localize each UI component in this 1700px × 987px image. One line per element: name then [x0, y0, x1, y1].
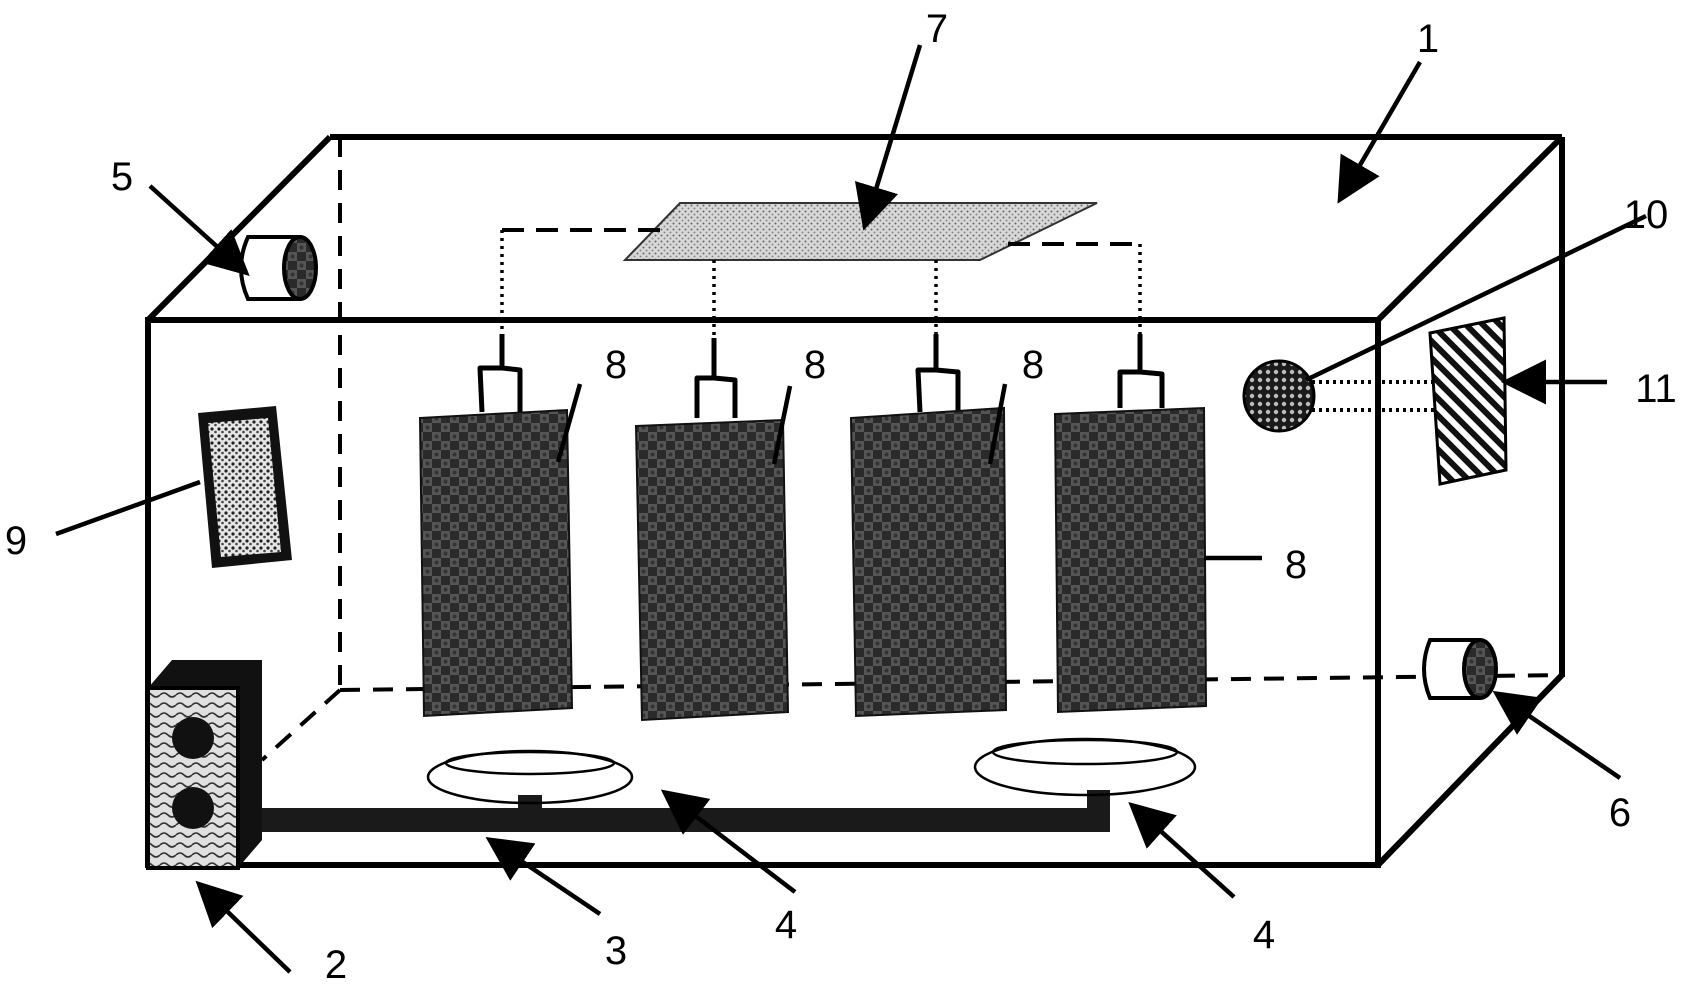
top-plate: [622, 202, 1098, 261]
panel-2: [634, 418, 790, 722]
panel-3: [849, 406, 1008, 718]
label-ball: 10: [1624, 193, 1669, 237]
number-labels: 1 2 3 4 4 5 6 7 8 8 8 8 9 10 11: [5, 7, 1677, 987]
label-unit: 2: [325, 943, 347, 982]
label-box: 1: [1417, 17, 1439, 61]
board: [1428, 316, 1508, 486]
box-outline: [145, 134, 1565, 868]
hooks: [477, 334, 1165, 418]
label-plate: 7: [926, 7, 948, 51]
panels: [418, 406, 1208, 722]
label-pipe: 3: [605, 929, 627, 973]
label-board: 11: [1635, 367, 1677, 411]
label-sensor-left: 5: [111, 155, 133, 199]
label-tray-right: 4: [1253, 913, 1275, 957]
unit: [146, 660, 262, 870]
ball: [1242, 359, 1316, 433]
trays: [426, 737, 1197, 805]
label-panel-4-side: 8: [1285, 543, 1307, 587]
leader-lines: [55, 44, 1647, 974]
label-panel-2: 8: [804, 343, 826, 387]
label-filter: 9: [5, 519, 27, 563]
label-sensor-right: 6: [1609, 791, 1631, 835]
label-panel-1: 8: [605, 343, 627, 387]
sensor-right: [1422, 638, 1498, 700]
hanger-frame: [500, 228, 1142, 338]
panel-1: [418, 408, 574, 718]
sensor-left: [239, 235, 318, 301]
panel-4: [1053, 406, 1208, 714]
label-panel-3: 8: [1022, 343, 1044, 387]
pipe: [238, 790, 1110, 832]
label-tray-left: 4: [775, 903, 797, 947]
filter: [198, 406, 292, 568]
